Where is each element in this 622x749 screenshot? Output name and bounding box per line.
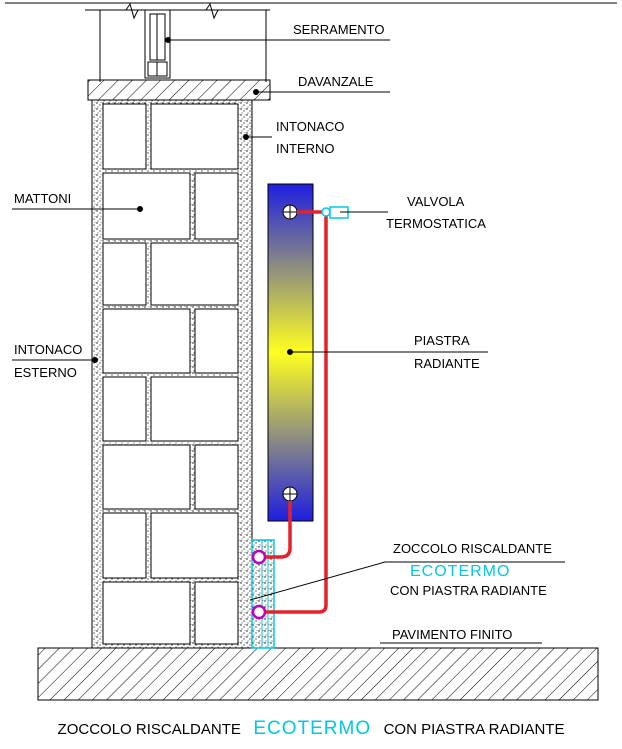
- radiator-port-bottom: [282, 486, 298, 502]
- label-intonaco-esterno-1: INTONACO: [14, 342, 82, 357]
- connector-lower: [251, 604, 267, 620]
- label-intonaco-esterno-2: ESTERNO: [14, 365, 77, 380]
- bricks: [102, 103, 239, 645]
- baseboard-heater: [251, 539, 275, 649]
- connector-upper: [251, 549, 267, 565]
- label-intonaco-interno-1: INTONACO: [276, 119, 344, 134]
- window-frame: [85, 2, 270, 82]
- pipes: [266, 210, 328, 614]
- leader-lines: [12, 37, 565, 644]
- floor-slab: [37, 647, 599, 701]
- label-davanzale: DAVANZALE: [298, 74, 374, 89]
- label-valvola-2: TERMOSTATICA: [386, 216, 486, 231]
- caption: ZOCCOLO RISCALDANTE ECOTERMO CON PIASTRA…: [58, 718, 565, 739]
- label-piastra-2: RADIANTE: [414, 356, 480, 371]
- label-zoccolo-brand: ECOTERMO: [410, 563, 510, 580]
- label-serramento: SERRAMENTO: [293, 22, 385, 37]
- label-zoccolo-1: ZOCCOLO RISCALDANTE: [393, 541, 552, 556]
- caption-part1: ZOCCOLO RISCALDANTE: [58, 721, 241, 738]
- label-zoccolo-3: CON PIASTRA RADIANTE: [390, 583, 547, 598]
- sill: [87, 79, 271, 101]
- label-piastra-1: PIASTRA: [414, 333, 470, 348]
- label-valvola-1: VALVOLA: [407, 194, 465, 209]
- caption-part2: CON PIASTRA RADIANTE: [384, 721, 565, 738]
- label-mattoni: MATTONI: [14, 191, 71, 206]
- label-intonaco-interno-2: INTERNO: [276, 141, 335, 156]
- radiator-port-top: [282, 204, 298, 220]
- label-pavimento: PAVIMENTO FINITO: [392, 627, 512, 642]
- caption-brand: ECOTERMO: [253, 718, 371, 739]
